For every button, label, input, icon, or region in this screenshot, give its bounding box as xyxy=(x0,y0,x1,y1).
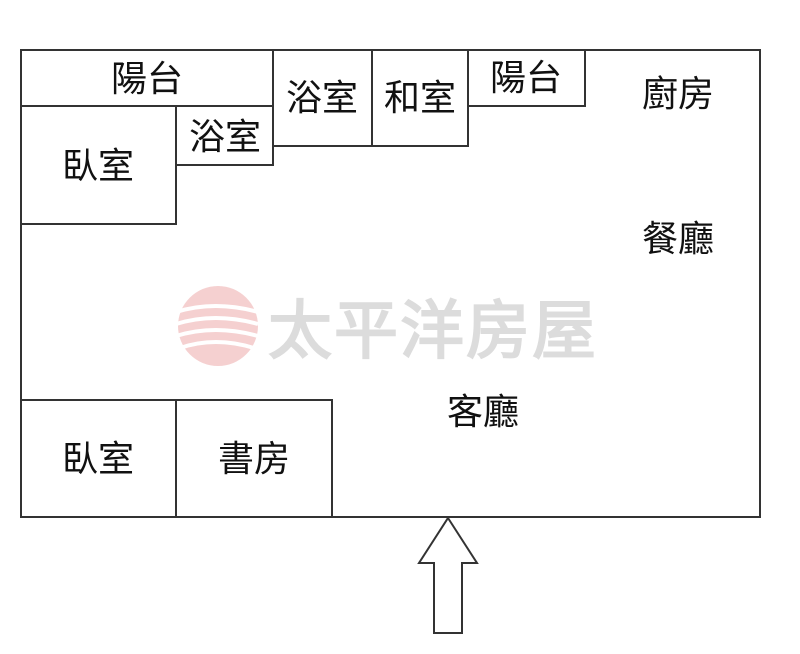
label-japanese-room: 和室 xyxy=(383,78,457,119)
room-balcony-left xyxy=(20,49,276,107)
room-study xyxy=(175,399,333,518)
label-bedroom-bottom: 臥室 xyxy=(61,439,135,480)
room-bedroom-bottom xyxy=(20,399,177,518)
watermark-text: 太平洋房屋 xyxy=(268,294,598,369)
label-kitchen: 廚房 xyxy=(641,74,715,115)
label-balcony-left: 陽台 xyxy=(110,59,184,100)
label-dining: 餐廳 xyxy=(641,219,715,260)
room-bedroom-top xyxy=(20,105,177,225)
room-japanese xyxy=(371,49,469,147)
label-living: 客廳 xyxy=(446,392,520,433)
label-bath: 浴室 xyxy=(285,78,359,119)
room-balcony-right xyxy=(467,49,586,107)
label-study: 書房 xyxy=(217,439,291,480)
label-bedroom-top: 臥室 xyxy=(61,146,135,187)
room-bath xyxy=(272,49,373,147)
label-bath-small: 浴室 xyxy=(188,117,262,158)
label-balcony-right: 陽台 xyxy=(489,58,563,99)
